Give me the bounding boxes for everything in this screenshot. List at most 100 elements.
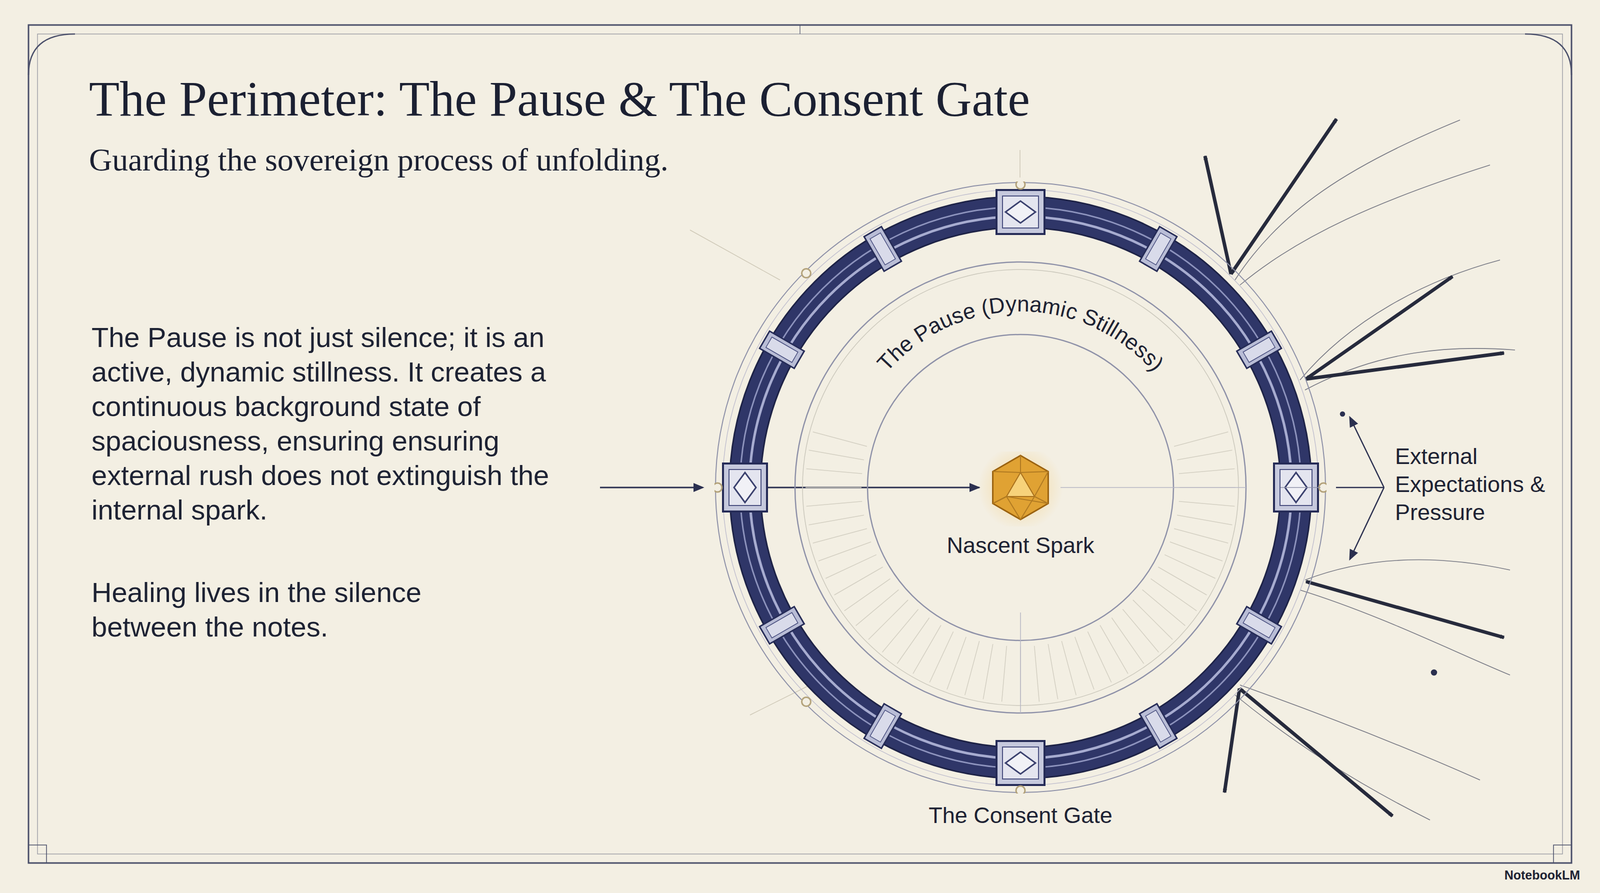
gate-block [1237,606,1282,644]
spark-facet [993,496,1007,504]
gate-block [1237,331,1282,369]
tick-line [1061,641,1076,695]
spark-icon [910,451,1131,527]
gate-block [996,190,1045,234]
arc-label: The Pause (Dynamic Stillness) [794,261,1247,714]
gate-block [996,741,1045,785]
tick-line [825,554,877,578]
band-edge [729,196,1312,779]
outer-thin-circle [715,182,1326,793]
anchor-dot [714,483,722,492]
spark-glow [978,451,1063,527]
spark-facet [1006,472,1035,497]
gate-block [1243,612,1275,638]
band-stripe [740,207,1301,768]
anchor-dot [801,697,811,707]
anchor-dot [801,268,811,278]
gate-block [766,612,798,638]
perimeter-ring: The Consent GateThe Pause (Dynamic Still… [714,181,1327,794]
gate-block [870,233,896,265]
gate-block [1237,331,1282,369]
gate-block [759,606,804,644]
gate-block [864,226,902,271]
spark-facet [1020,471,1048,473]
tick-line [809,450,864,460]
tick-line [897,617,929,664]
gate-block [864,704,902,749]
title: The Perimeter: The Pause & The Consent G… [89,69,1030,129]
tick-line [1174,528,1228,543]
gate-block [864,226,902,271]
gate-block [1002,747,1039,779]
tick-line [868,600,908,640]
pause-circle: The Pause (Dynamic Stillness)Nascent Spa… [794,261,1247,714]
axis-line [1060,487,1246,488]
gate-block [1139,226,1177,271]
gate-diamond [1005,201,1036,223]
gate-block [766,337,798,363]
gate-block [1139,226,1177,271]
spark-gem [993,455,1049,520]
gate-block [723,463,767,512]
frame [28,25,1572,863]
tick-line [1075,637,1094,690]
gate-block [870,710,896,742]
gate-diamond [1005,752,1036,774]
spark-label: Nascent Spark [910,531,1131,560]
tick-line [1174,432,1228,447]
axis-line [1020,612,1021,713]
spark-facet [993,496,1007,504]
band-edge [760,227,1281,748]
spark-facet [1020,455,1021,473]
gate-block [1243,337,1275,363]
tick-line [806,501,863,507]
tick-line [805,487,862,488]
spark-facet [1006,496,1021,520]
gate-block [1145,233,1171,265]
leader-arrow [600,487,703,488]
gate-block [759,331,804,369]
tick-line [1087,631,1111,683]
tick-line [1048,644,1058,699]
tick-line [1170,542,1223,561]
tick-line [882,609,919,653]
tick-line [1002,646,1007,702]
quote-text: Healing lives in the silence between the… [91,575,472,644]
pressure-streaks [1235,120,1515,820]
axis-line [1280,487,1321,488]
gate-block [996,190,1045,234]
tick-line [1179,469,1235,474]
pause-circle-line [795,262,1246,713]
spark-facet [1020,496,1035,520]
spark-node: Nascent Spark [910,451,1131,562]
anchor-dot [1016,786,1025,794]
tick-line [1179,501,1235,507]
gate-block [1145,710,1171,742]
gate-diamond [734,472,756,503]
tick-line [1177,450,1232,460]
tick-line [1111,617,1144,664]
gate-block [1237,606,1282,644]
tick-line [809,515,864,525]
tick-line [947,637,966,690]
tick-line [1034,646,1040,702]
gate-block [729,469,761,506]
tick-line [806,469,863,474]
subtitle: Guarding the sovereign process of unfold… [89,140,669,180]
tick-line [844,578,891,611]
tick-line [983,644,993,699]
gate-block [996,741,1045,785]
gate-block [1002,196,1039,228]
spark-facet [1006,496,1048,504]
spark-facet [1034,471,1048,497]
tick-line [913,625,941,674]
tick-line [1122,609,1159,653]
tick-line [1142,589,1186,626]
gate-block [759,331,804,369]
anchor-dot [1016,181,1025,189]
pressure-label: External Expectations & Pressure [1395,442,1565,527]
tick-line [818,542,871,561]
gate-label: The Consent Gate [714,801,1327,830]
body-text: The Pause is not just silence; it is an … [91,320,592,527]
